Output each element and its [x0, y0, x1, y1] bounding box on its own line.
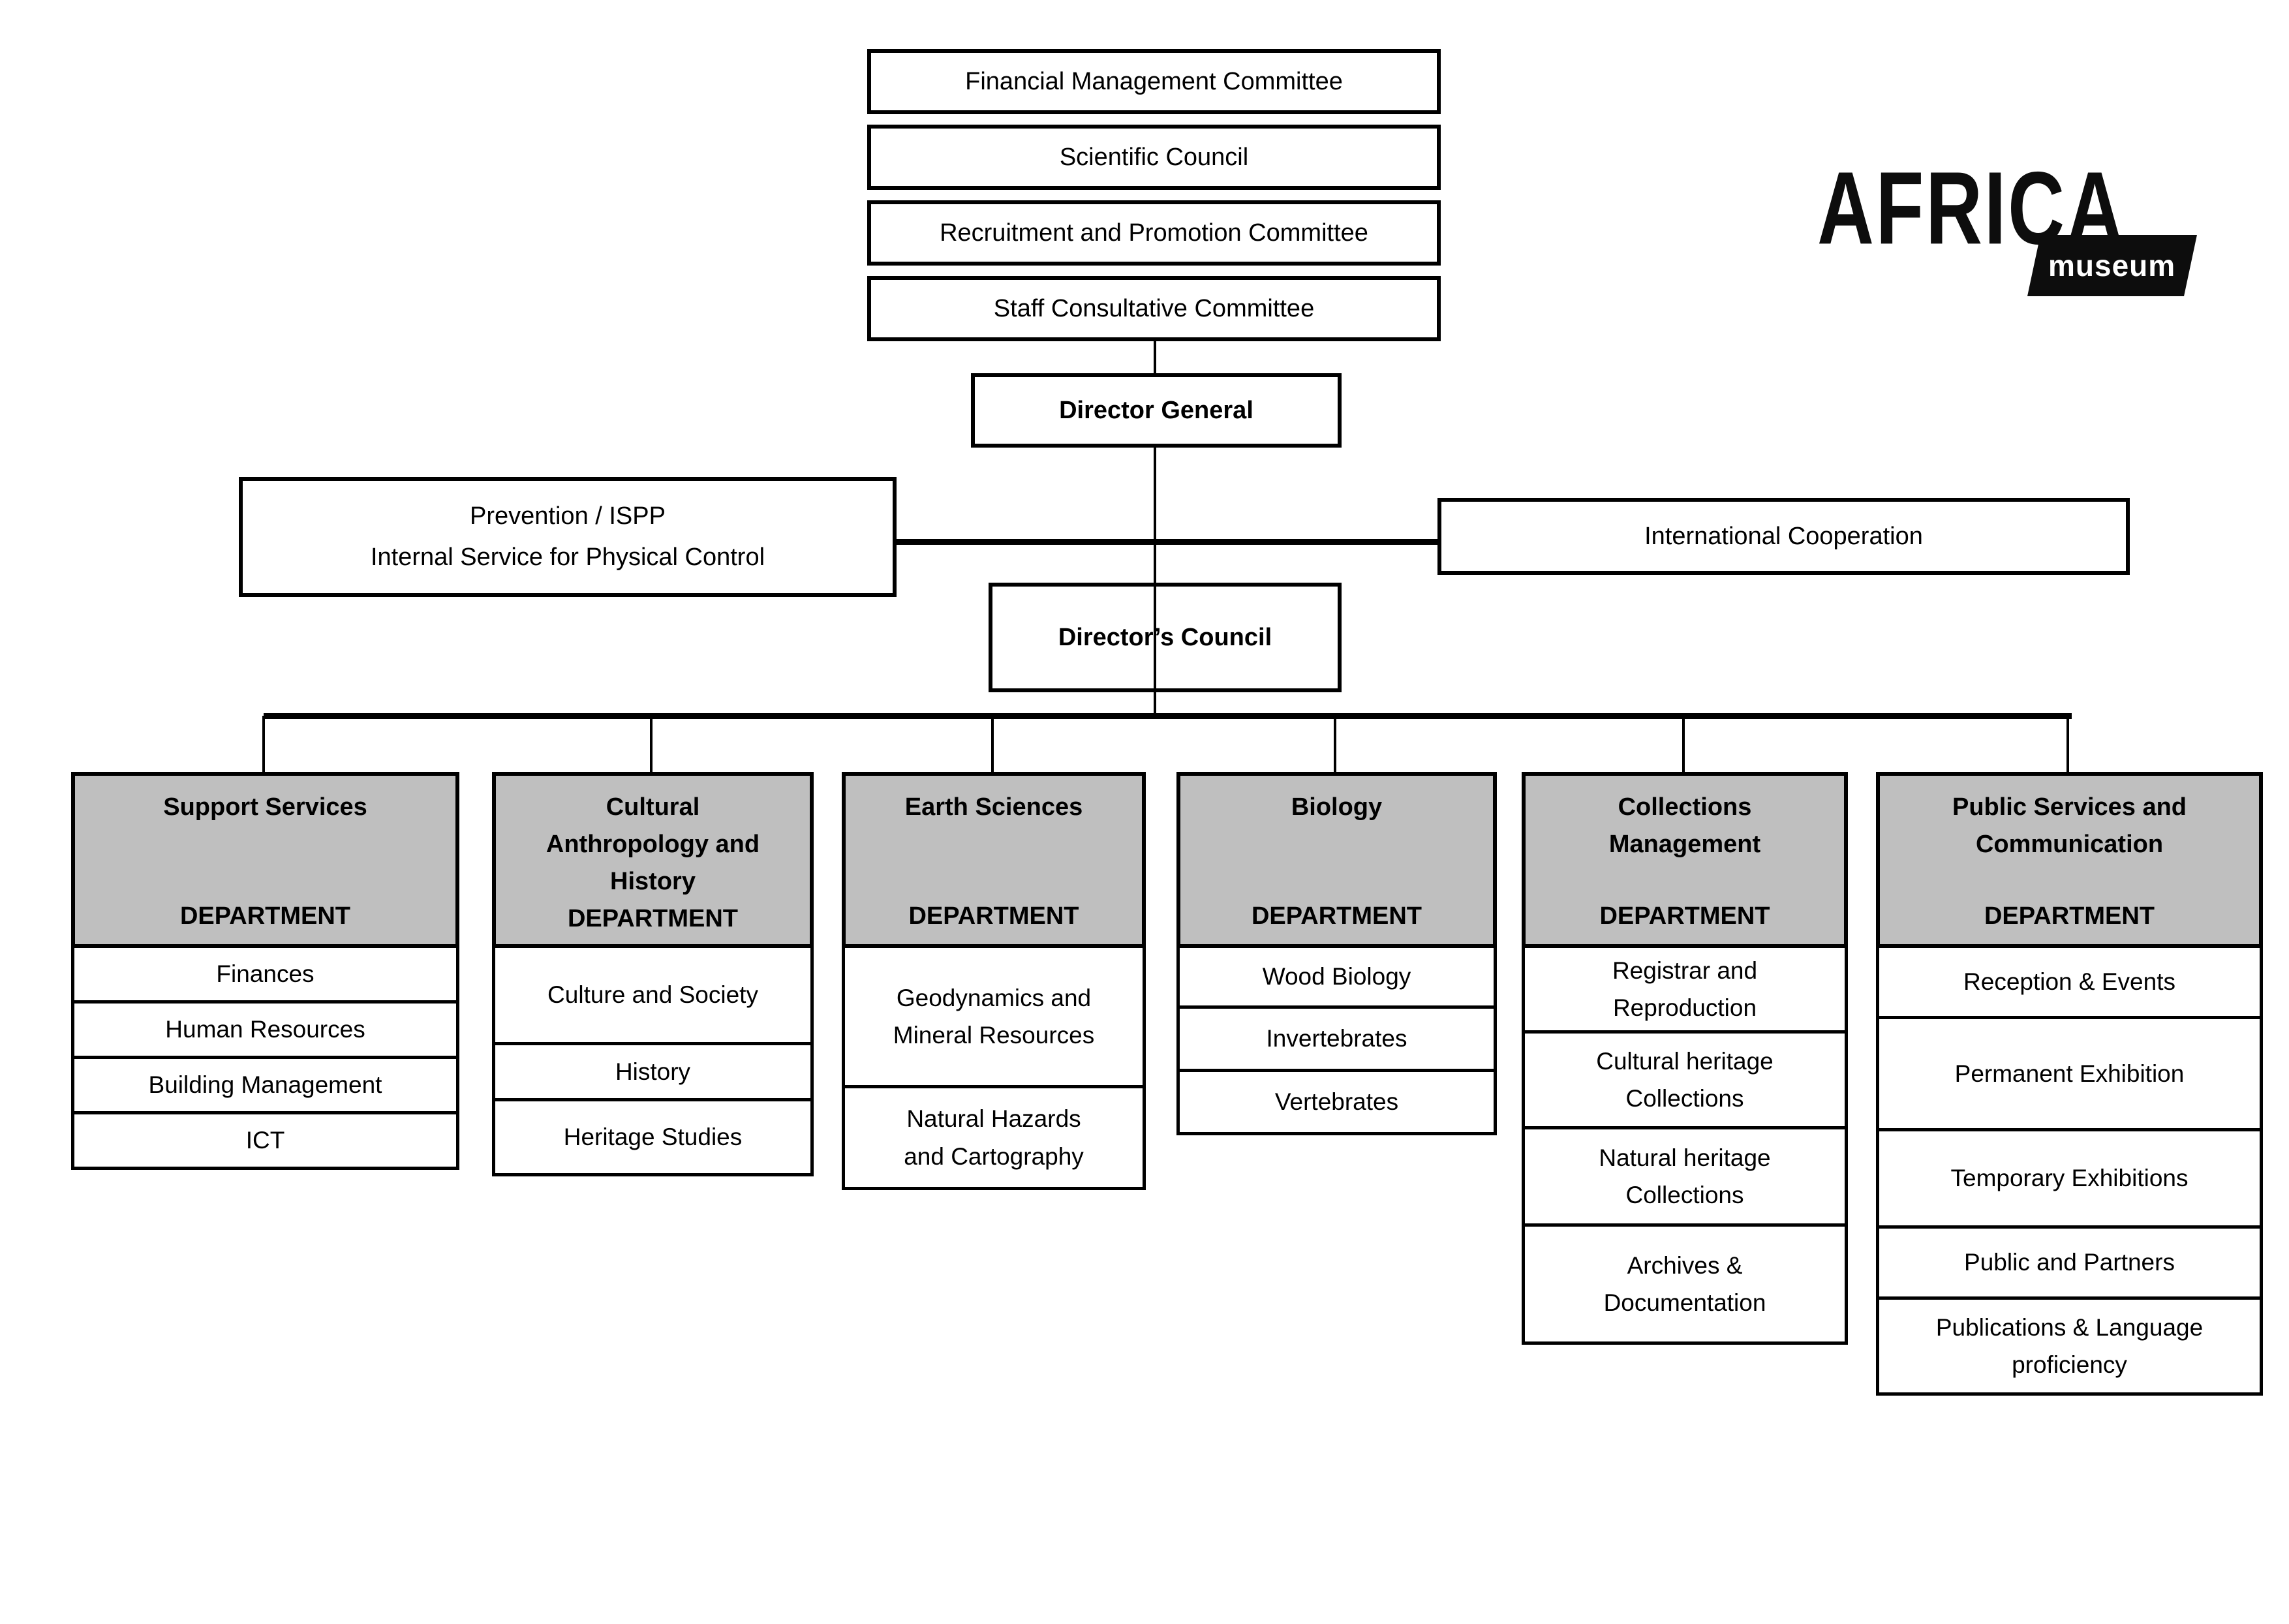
- international-cooperation-box: International Cooperation: [1437, 498, 2130, 575]
- department-title: Biology: [1291, 793, 1383, 821]
- department-title: Earth Sciences: [904, 793, 1083, 821]
- logo-museum-text: museum: [2048, 249, 2176, 283]
- connector-committees-to-director-general: [1154, 338, 1156, 377]
- department-title: Collections Management: [1608, 793, 1761, 858]
- department-cultural-anthropology-history: Cultural Anthropology and History DEPART…: [492, 772, 814, 1176]
- department-title: Cultural Anthropology and History: [545, 793, 760, 895]
- unit-natural-heritage-collections: Natural heritage Collections: [1522, 1126, 1848, 1227]
- department-title: Support Services: [163, 793, 367, 821]
- department-label: DEPARTMENT: [179, 902, 351, 930]
- department-header: Collections Management DEPARTMENT: [1522, 772, 1848, 948]
- drop-line-collections-management: [1682, 716, 1685, 774]
- unit-ict: ICT: [71, 1111, 459, 1170]
- department-header: Earth Sciences DEPARTMENT: [842, 772, 1146, 948]
- department-earth-sciences: Earth Sciences DEPARTMENT Geodynamics an…: [842, 772, 1146, 1190]
- department-label: DEPARTMENT: [1599, 902, 1770, 930]
- unit-cultural-heritage-collections: Cultural heritage Collections: [1522, 1030, 1848, 1129]
- unit-vertebrates: Vertebrates: [1176, 1069, 1497, 1135]
- africa-museum-logo: AFRICA museum: [1817, 157, 2235, 313]
- department-header: Biology DEPARTMENT: [1176, 772, 1497, 948]
- department-header: Cultural Anthropology and History DEPART…: [492, 772, 814, 948]
- drop-line-earth-sciences: [991, 716, 994, 774]
- director-general-box: Director General: [971, 373, 1342, 448]
- department-collections-management: Collections Management DEPARTMENT Regist…: [1522, 772, 1848, 1345]
- unit-public-and-partners: Public and Partners: [1876, 1225, 2263, 1300]
- drop-line-cultural-anthropology: [650, 716, 653, 774]
- unit-wood-biology: Wood Biology: [1176, 945, 1497, 1009]
- department-label: DEPARTMENT: [908, 902, 1079, 930]
- drop-line-biology: [1334, 716, 1336, 774]
- department-support-services: Support Services DEPARTMENT Finances Hum…: [71, 772, 459, 1170]
- prevention-ispp-box: Prevention / ISPP Internal Service for P…: [239, 477, 897, 597]
- committee-box-financial-management: Financial Management Committee: [867, 49, 1441, 114]
- unit-finances: Finances: [71, 945, 459, 1004]
- drop-line-support-services: [262, 716, 265, 774]
- department-biology: Biology DEPARTMENT Wood Biology Inverteb…: [1176, 772, 1497, 1135]
- unit-natural-hazards-cartography: Natural Hazards and Cartography: [842, 1085, 1146, 1190]
- directors-council-box: Director’s Council: [989, 583, 1342, 692]
- unit-archives-documentation: Archives & Documentation: [1522, 1223, 1848, 1345]
- department-public-services-communication: Public Services and Communication DEPART…: [1876, 772, 2263, 1396]
- logo-museum-badge: museum: [2027, 235, 2197, 296]
- unit-geodynamics-mineral-resources: Geodynamics and Mineral Resources: [842, 945, 1146, 1088]
- department-label: DEPARTMENT: [1251, 902, 1422, 930]
- department-title: Public Services and Communication: [1952, 793, 2187, 858]
- unit-history: History: [492, 1042, 814, 1101]
- department-header: Public Services and Communication DEPART…: [1876, 772, 2263, 948]
- department-header: Support Services DEPARTMENT: [71, 772, 459, 948]
- committee-box-recruitment-promotion: Recruitment and Promotion Committee: [867, 200, 1441, 266]
- connector-director-general-to-distributor: [1154, 444, 1156, 719]
- unit-building-management: Building Management: [71, 1056, 459, 1114]
- connector-prevention-to-international: [897, 539, 1437, 545]
- department-label: DEPARTMENT: [1984, 902, 2155, 930]
- unit-registrar-reproduction: Registrar and Reproduction: [1522, 945, 1848, 1034]
- drop-line-public-services: [2066, 716, 2069, 774]
- unit-human-resources: Human Resources: [71, 1000, 459, 1059]
- unit-publications-language-proficiency: Publications & Language proficiency: [1876, 1296, 2263, 1396]
- unit-temporary-exhibitions: Temporary Exhibitions: [1876, 1128, 2263, 1229]
- unit-heritage-studies: Heritage Studies: [492, 1098, 814, 1176]
- distributor-line: [264, 713, 2072, 719]
- unit-permanent-exhibition: Permanent Exhibition: [1876, 1016, 2263, 1131]
- department-label: DEPARTMENT: [567, 905, 739, 932]
- committee-box-staff-consultative: Staff Consultative Committee: [867, 276, 1441, 341]
- unit-culture-and-society: Culture and Society: [492, 945, 814, 1045]
- unit-invertebrates: Invertebrates: [1176, 1005, 1497, 1072]
- unit-reception-events: Reception & Events: [1876, 945, 2263, 1019]
- committee-box-scientific-council: Scientific Council: [867, 125, 1441, 190]
